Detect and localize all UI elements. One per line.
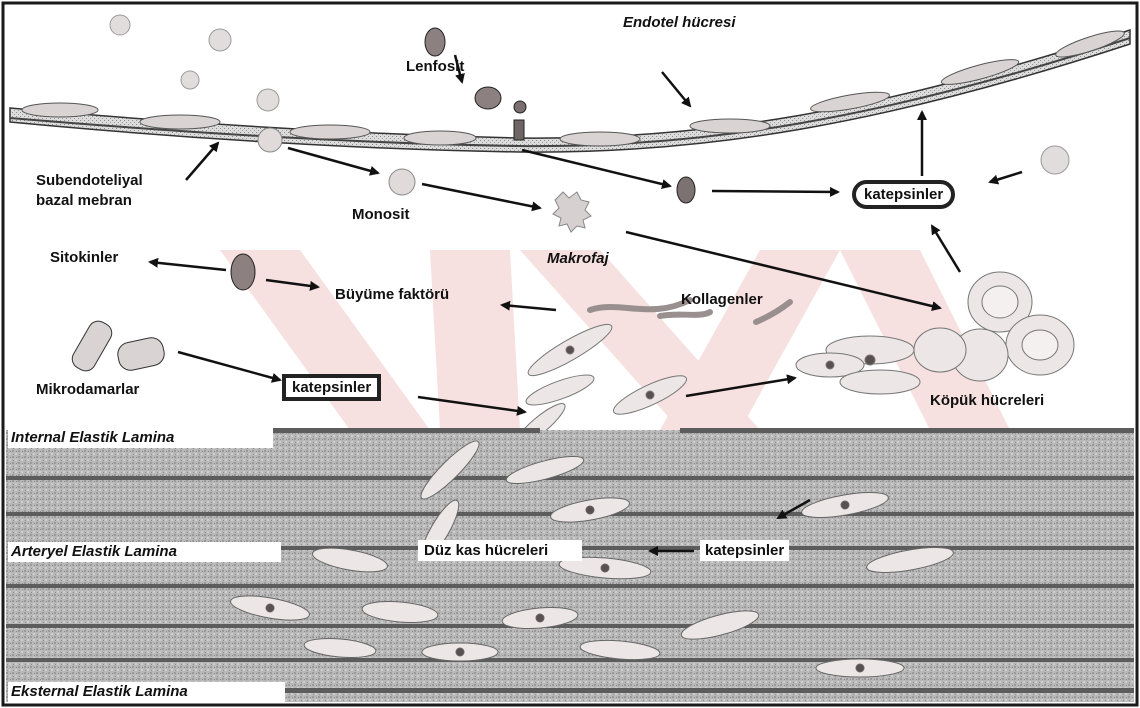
label-endotel-hucresi: Endotel hücresi	[623, 14, 736, 31]
layer-eksternal-elastik-lamina: Eksternal Elastik Lamina	[8, 682, 285, 702]
label-lenfosit: Lenfosit	[406, 58, 464, 75]
katepsinler-middle: katepsinler	[282, 374, 381, 401]
label-bazal-mebran: bazal mebran	[36, 192, 132, 209]
katepsinler-bottom: katepsinler	[700, 540, 789, 561]
layer-internal-elastik-lamina: Internal Elastik Lamina	[8, 428, 273, 448]
label-kollagenler: Kollagenler	[681, 291, 763, 308]
cytokine-cell	[231, 254, 255, 290]
label-monosit: Monosit	[352, 206, 410, 223]
label-mikrodamarlar: Mikrodamarlar	[36, 381, 139, 398]
label-duz-kas-hucreleri: Düz kas hücreleri	[418, 540, 582, 561]
label-buyume-faktoru: Büyüme faktörü	[335, 286, 449, 303]
label-subendoteliyal: Subendoteliyal	[36, 172, 143, 189]
label-makrofaj: Makrofaj	[547, 250, 609, 267]
label-kopuk-hucreleri: Köpük hücreleri	[930, 392, 1044, 409]
layer-arteryel-elastik-lamina: Arteryel Elastik Lamina	[8, 542, 281, 562]
katepsinler-top-right: katepsinler	[852, 180, 955, 209]
label-sitokinler: Sitokinler	[50, 249, 118, 266]
lymphocyte-mid	[677, 177, 695, 203]
